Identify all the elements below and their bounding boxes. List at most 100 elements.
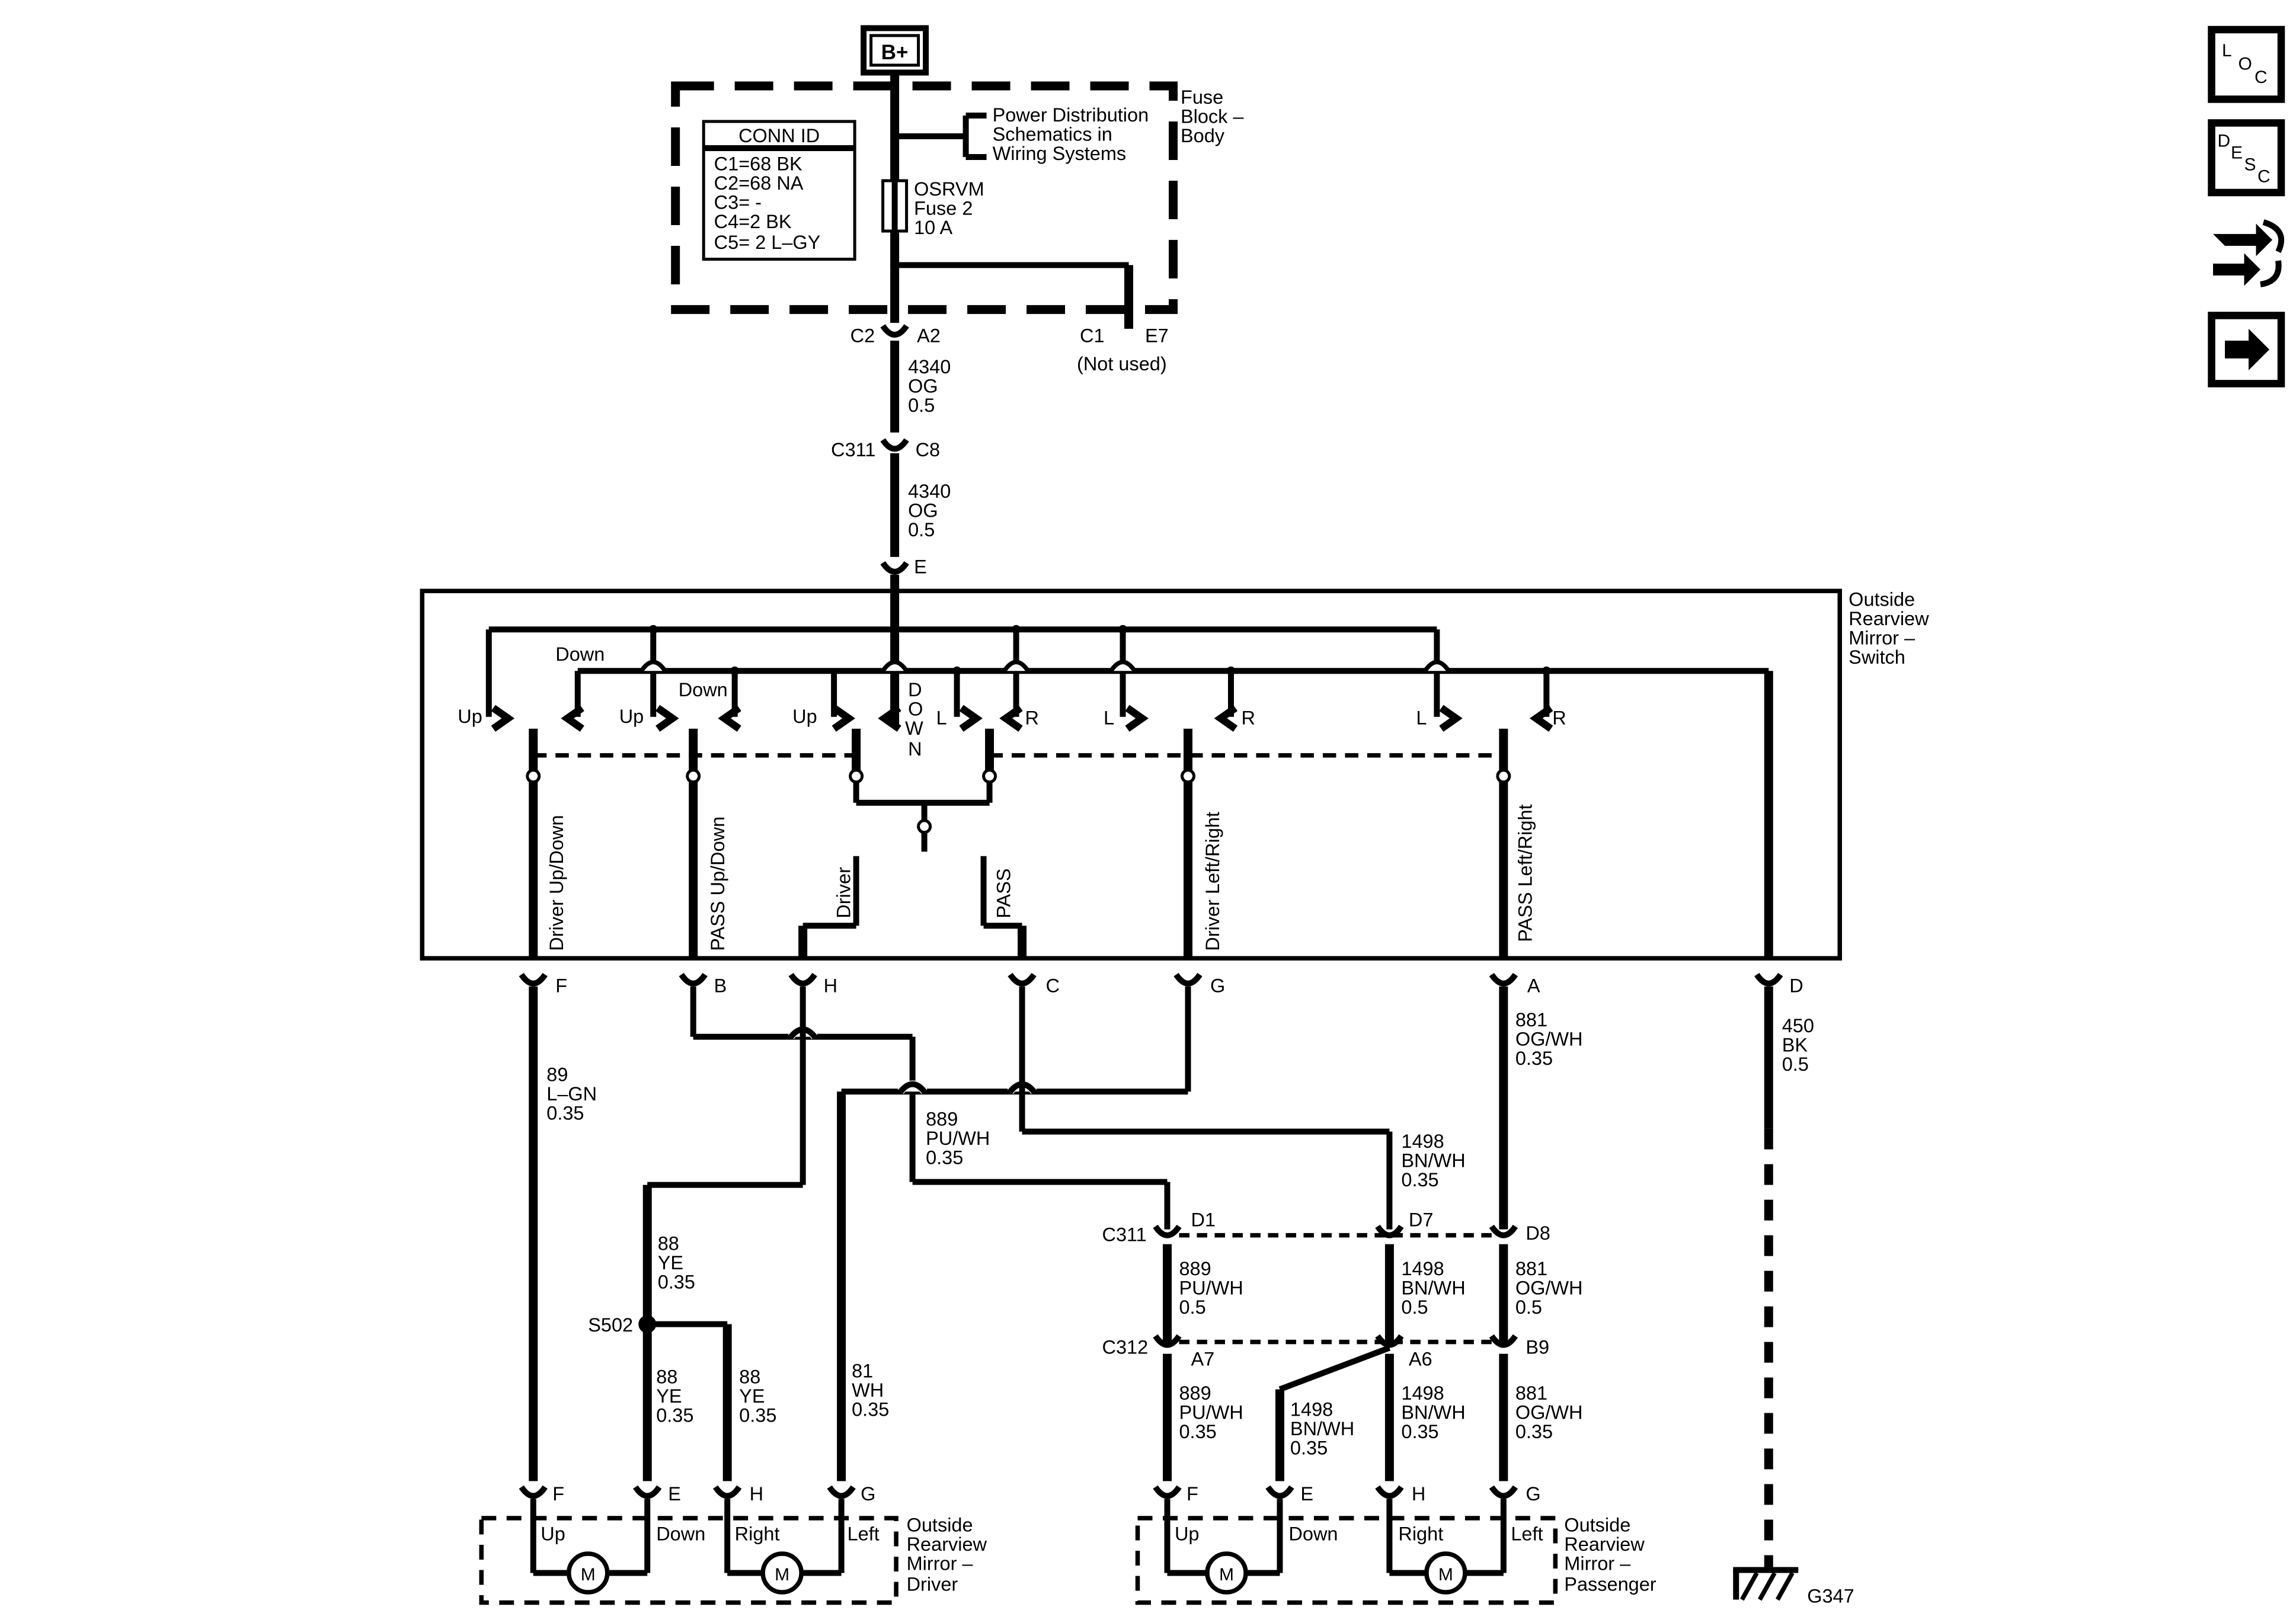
wire-881-top-circuit: 881 — [1515, 1009, 1547, 1030]
pass-pin-e: E — [1300, 1483, 1313, 1505]
wire-881-low-circuit: 881 — [1515, 1382, 1547, 1404]
wire-1498-top-color: BN/WH — [1401, 1150, 1465, 1172]
loc-button[interactable]: L O C — [2208, 25, 2285, 103]
connector-c2-a2: C2 A2 — [850, 324, 941, 346]
pass-mirror-title-2: Rearview — [1564, 1534, 1645, 1555]
label-driver-leftright: Driver Left/Right — [1202, 812, 1223, 951]
wire-88-left-color: YE — [656, 1385, 682, 1407]
wire-88-right-gauge: 0.35 — [739, 1405, 776, 1426]
splice-s502 — [638, 1315, 657, 1333]
driver-updown-motor — [567, 1551, 610, 1595]
label-l-1: L — [936, 707, 947, 728]
battery-label: B+ — [881, 41, 909, 64]
label-up-2: Up — [619, 706, 644, 727]
wire-1498-mid-color: BN/WH — [1401, 1278, 1465, 1299]
fuse-block-title-3: Body — [1181, 125, 1225, 146]
label-pass: PASS — [993, 868, 1015, 918]
battery-source: B+ — [861, 25, 929, 76]
connector-c1-e7: C1 E7 (Not used) — [1077, 325, 1169, 374]
wire-1498-low-color: BN/WH — [1401, 1402, 1465, 1423]
passenger-mirror: F E H G M M Up Down Right Left Outside R… — [1135, 1483, 1657, 1605]
driver-mirror-title-1: Outside — [907, 1515, 973, 1536]
pass-mirror-title-4: Passenger — [1564, 1574, 1656, 1595]
wire-81-color: WH — [852, 1379, 884, 1401]
driver-mirror: F E H G M M Up Down Right Left Outside R… — [479, 1483, 987, 1605]
switch-title-3: Mirror – — [1849, 627, 1916, 648]
connector-c2-label: C2 — [850, 325, 875, 346]
driver-label-left: Left — [848, 1523, 880, 1545]
pin-b9-label: B9 — [1526, 1337, 1549, 1358]
label-down-vertical-n: N — [908, 738, 922, 760]
switch-title-4: Switch — [1849, 646, 1905, 668]
driver-motor-label-1: M — [581, 1565, 596, 1585]
label-down-vertical-d: D — [908, 679, 922, 700]
connector-c311-bottom: C311 D1 D7 D8 — [1102, 1209, 1550, 1246]
loc-letter-c: C — [2255, 68, 2268, 87]
ref-power-distribution-3[interactable]: Wiring Systems — [993, 143, 1127, 164]
wire-88-top-color: YE — [658, 1252, 683, 1273]
wire-889-mid-color: PU/WH — [1179, 1278, 1243, 1299]
label-r-3: R — [1552, 707, 1566, 728]
driver-pin-g: G — [861, 1483, 875, 1505]
conn-id-row: C3= - — [714, 191, 762, 213]
label-driver: Driver — [833, 867, 855, 918]
switch-pin-f: F — [555, 975, 567, 997]
conn-id-row: C2=68 NA — [714, 172, 804, 194]
pin-a2-label: A2 — [917, 325, 941, 346]
pin-d1-label: D1 — [1191, 1209, 1216, 1231]
label-l-3: L — [1416, 707, 1427, 728]
wire-88-left-gauge: 0.35 — [656, 1405, 693, 1426]
driver-label-down: Down — [656, 1523, 705, 1545]
pin-c8-label: C8 — [916, 439, 941, 460]
pass-motor-label-1: M — [1219, 1565, 1234, 1585]
driver-mirror-title-4: Driver — [907, 1574, 958, 1595]
connector-e: E — [880, 556, 927, 577]
not-used-label: (Not used) — [1077, 353, 1167, 375]
wire-1498-mid-circuit: 1498 — [1401, 1258, 1444, 1279]
wire-889-low-gauge: 0.35 — [1179, 1421, 1216, 1442]
wire-889-low-color: PU/WH — [1179, 1402, 1243, 1423]
driver-mirror-title-2: Rearview — [907, 1534, 987, 1555]
pass-label-up: Up — [1175, 1523, 1200, 1545]
ref-power-distribution[interactable]: Power Distribution — [993, 104, 1149, 126]
connector-c311-c8: C311 C8 — [831, 438, 941, 460]
pass-pin-g: G — [1526, 1483, 1540, 1505]
driver-pin-h: H — [750, 1483, 763, 1505]
conn-id-header: CONN ID — [738, 125, 820, 146]
switch-pin-h: H — [824, 975, 837, 997]
label-driver-updown: Driver Up/Down — [546, 815, 567, 950]
switch-pin-c: C — [1046, 975, 1060, 997]
wire-450-color: BK — [1782, 1035, 1808, 1056]
driver-mirror-title-3: Mirror – — [907, 1553, 974, 1574]
pass-leftright-motor — [1424, 1551, 1467, 1595]
wire-881-top-gauge: 0.35 — [1515, 1048, 1553, 1069]
conn-id-row: C4=2 BK — [714, 211, 792, 232]
ref-power-distribution-2[interactable]: Schematics in — [993, 123, 1112, 145]
wire-4340-a-circuit: 4340 — [908, 356, 951, 377]
right-arrow-icon[interactable] — [2208, 312, 2285, 388]
label-down-2: Down — [679, 679, 728, 700]
wire-1498-diag-color: BN/WH — [1290, 1418, 1354, 1439]
conn-id-row: C1=68 BK — [714, 153, 802, 174]
desc-button[interactable]: D E S C — [2208, 119, 2285, 197]
desc-letter-s: S — [2244, 155, 2256, 174]
switch-pin-a: A — [1527, 975, 1540, 997]
pin-a7-label: A7 — [1191, 1349, 1214, 1370]
wire-88-right-circuit: 88 — [739, 1366, 760, 1388]
pin-e-label: E — [914, 556, 927, 577]
pin-d8-label: D8 — [1526, 1222, 1550, 1244]
mirror-switch: Outside Rearview Mirror – Switch — [420, 574, 1929, 961]
desc-letter-d: D — [2218, 131, 2231, 151]
pin-d7-label: D7 — [1409, 1209, 1434, 1231]
wire-881-mid-circuit: 881 — [1515, 1258, 1547, 1279]
label-r-2: R — [1241, 707, 1255, 728]
driver-label-right: Right — [735, 1523, 780, 1545]
driver-pin-e: E — [668, 1483, 681, 1505]
wire-881-mid-color: OG/WH — [1515, 1278, 1583, 1299]
wire-88-top-gauge: 0.35 — [658, 1272, 695, 1293]
harness-wiring: 89 L–GN 0.35 889 PU/WH 0.35 88 YE 0.35 8… — [529, 986, 1814, 1570]
wire-1498-low-circuit: 1498 — [1401, 1382, 1444, 1404]
connector-icon[interactable] — [2213, 219, 2285, 287]
connector-c312: C312 A7 A6 B9 — [1102, 1334, 1549, 1370]
